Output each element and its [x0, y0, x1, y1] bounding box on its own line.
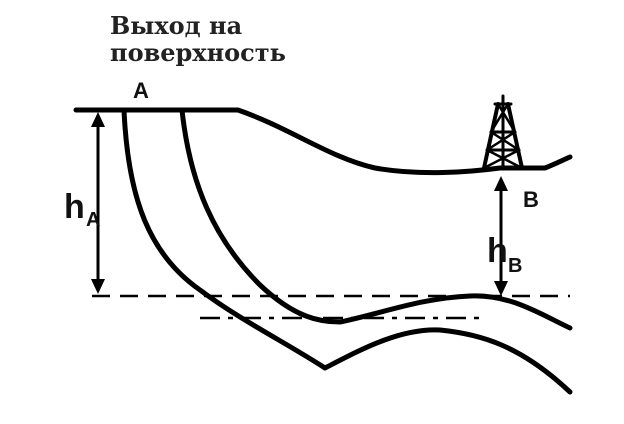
label-h-a: h A [64, 188, 100, 231]
ground-surface-line [73, 107, 573, 176]
svg-text:A: A [86, 209, 100, 231]
label-point-a: A [133, 78, 149, 103]
aquifer-top-boundary [179, 107, 573, 331]
svg-text:B: B [508, 255, 522, 277]
svg-text:h: h [487, 232, 508, 270]
height-arrow-a [91, 112, 105, 294]
title-line-2: поверхность [110, 38, 286, 67]
label-point-b: B [523, 187, 539, 212]
height-arrow-b [494, 176, 508, 296]
label-h-b: h B [487, 232, 522, 277]
oil-derrick-icon [482, 94, 524, 170]
aquifer-bottom-boundary [121, 107, 573, 395]
svg-text:h: h [64, 188, 85, 226]
title-line-1: Выход на [110, 11, 242, 40]
